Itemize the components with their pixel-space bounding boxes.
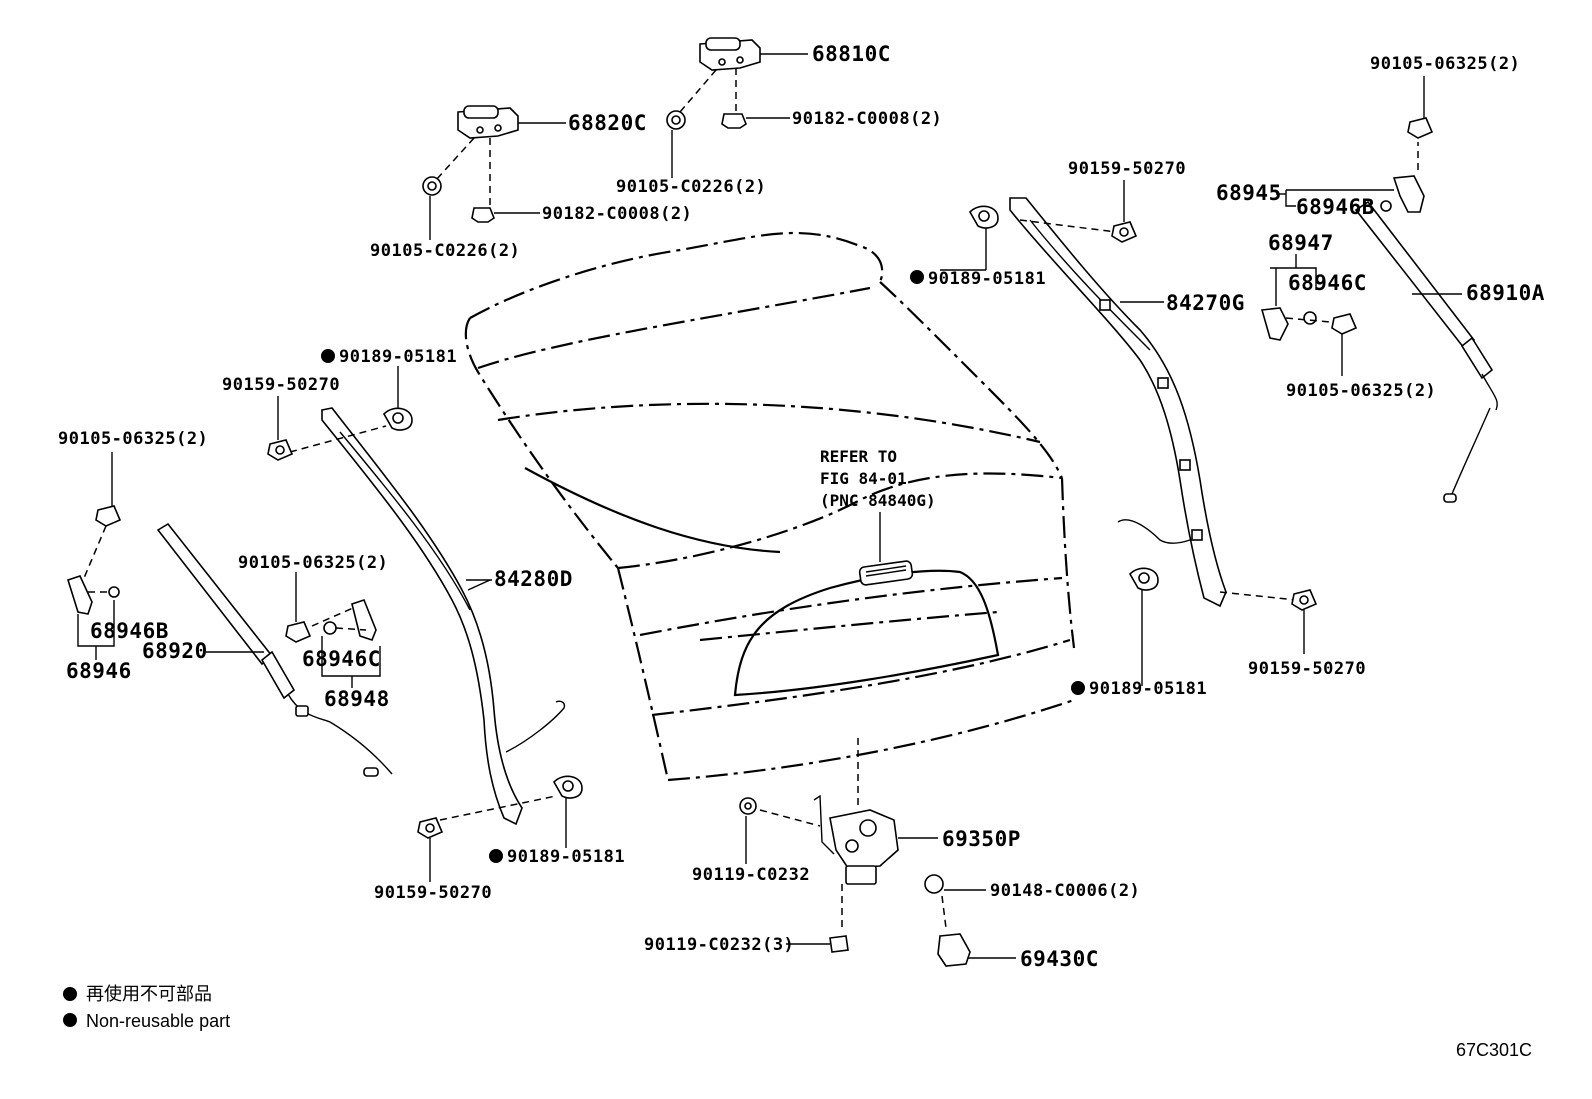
label-68946C-right: 68946C <box>1288 271 1367 295</box>
refer-line-1: REFER TO <box>820 447 897 466</box>
non-reusable-dot <box>489 849 503 863</box>
refer-line-2: FIG 84-01 <box>820 469 907 488</box>
label-screw-lock-1: 90119-C0232 <box>692 865 810 885</box>
non-reusable-dot <box>321 349 335 363</box>
clip-l-top-square <box>267 396 294 461</box>
non-reusable-dot <box>1071 681 1085 695</box>
label-68946: 68946 <box>66 659 132 683</box>
label-clip-r3: 90189-05181 <box>1089 679 1207 699</box>
refer-note: REFER TO FIG 84-01 (PNC 84840G) <box>820 447 936 562</box>
bolt-top-right <box>666 110 686 178</box>
label-68810C: 68810C <box>812 42 891 66</box>
bolt-left-mid <box>285 572 363 643</box>
stay-68920 <box>156 522 393 777</box>
label-bolt-top-right: 90105-C0226(2) <box>616 177 766 197</box>
label-68946B-right: 68946B <box>1296 195 1375 219</box>
label-68920: 68920 <box>142 639 208 663</box>
back-door-panel <box>464 231 1076 782</box>
clip-r-low-round <box>1129 567 1159 686</box>
ball-joint-68946B-right <box>1276 142 1425 213</box>
hinge-68820C <box>435 105 566 205</box>
figure-id: 67C301C <box>1456 1040 1532 1060</box>
clip-l-top-round <box>383 366 413 431</box>
label-69350P: 69350P <box>942 827 1021 851</box>
label-clip-l3: 90159-50270 <box>374 883 492 903</box>
label-68946C-left: 68946C <box>302 647 381 671</box>
label-nut-top-right: 90182-C0008(2) <box>792 109 942 129</box>
label-bolt-far-right-top: 90105-06325(2) <box>1370 54 1520 74</box>
clip-l-low-round <box>553 775 583 848</box>
non-reusable-dot <box>910 270 924 284</box>
screw-lock-1 <box>739 797 757 864</box>
label-nut-top-left: 90182-C0008(2) <box>542 204 692 224</box>
ball-joint-68946C-left <box>321 599 381 688</box>
clip-r-top-square <box>1111 180 1138 243</box>
label-clip-r4: 90159-50270 <box>1248 659 1366 679</box>
clip-l-low-square <box>417 817 444 882</box>
garnish-84280D <box>289 407 566 826</box>
label-84280D: 84280D <box>494 567 573 591</box>
lock-69350P <box>759 738 938 930</box>
label-bolt-top-left: 90105-C0226(2) <box>370 241 520 261</box>
label-69430C: 69430C <box>1020 947 1099 971</box>
label-stopper-bolt: 90148-C0006(2) <box>990 881 1140 901</box>
label-68948: 68948 <box>324 687 390 711</box>
nut-top-left <box>471 207 540 223</box>
label-68945: 68945 <box>1216 181 1282 205</box>
legend-text-en: Non-reusable part <box>86 1011 230 1031</box>
clip-r-top-round <box>940 205 999 271</box>
legend-text-jp: 再使用不可部品 <box>86 984 212 1004</box>
label-clip-l1: 90189-05181 <box>339 347 457 367</box>
label-68910A: 68910A <box>1466 281 1545 305</box>
label-clip-r1: 90159-50270 <box>1068 159 1186 179</box>
bolt-far-right-top <box>1407 76 1434 139</box>
label-clip-l2: 90159-50270 <box>222 375 340 395</box>
label-84270G: 84270G <box>1166 291 1245 315</box>
bolt-top-left <box>422 176 442 240</box>
license-lamp <box>858 560 914 586</box>
hinge-68810C <box>679 37 808 113</box>
clip-r-low-square <box>1291 589 1318 654</box>
stay-68910A <box>1354 200 1498 503</box>
label-68820C: 68820C <box>568 111 647 135</box>
stopper-bolt <box>924 874 986 929</box>
ball-joint-68946C-right <box>1260 254 1331 341</box>
bolt-far-right-mid <box>1331 313 1358 376</box>
ball-joint-68946B-left <box>67 575 120 660</box>
striker-69430C <box>937 933 1016 967</box>
garnish-84270G <box>1009 197 1297 608</box>
legend-dot-jp <box>63 987 77 1001</box>
legend: 再使用不可部品 Non-reusable part <box>63 984 230 1031</box>
label-clip-r2: 90189-05181 <box>928 269 1046 289</box>
label-clip-l4: 90189-05181 <box>507 847 625 867</box>
label-bolt-far-left: 90105-06325(2) <box>58 429 208 449</box>
nut-top-right <box>721 113 790 129</box>
screw-lock-2 <box>786 935 849 953</box>
label-screw-lock-2: 90119-C0232(3) <box>644 935 794 955</box>
legend-dot-en <box>63 1013 77 1027</box>
label-bolt-left-mid: 90105-06325(2) <box>238 553 388 573</box>
bolt-far-left <box>83 452 122 579</box>
refer-line-3: (PNC 84840G) <box>820 491 936 510</box>
label-bolt-far-right-mid: 90105-06325(2) <box>1286 381 1436 401</box>
label-68947: 68947 <box>1268 231 1334 255</box>
label-68946B-left: 68946B <box>90 619 169 643</box>
